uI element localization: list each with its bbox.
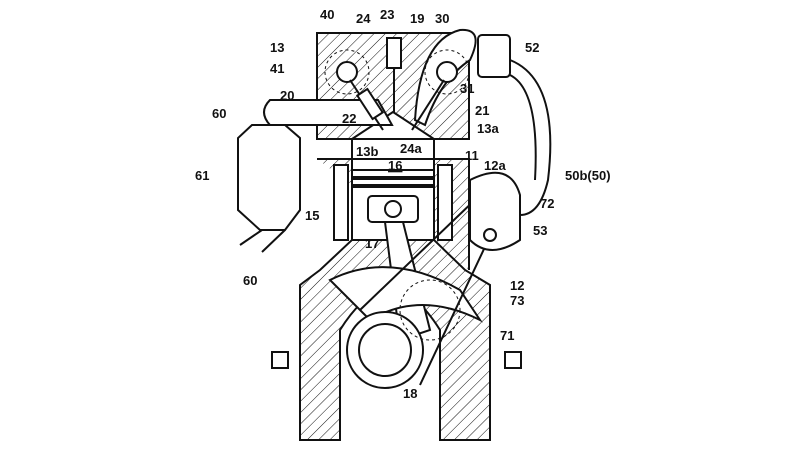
catalyst-61: [237, 124, 301, 231]
label-11: 11: [465, 148, 479, 163]
label-50b: 50b(50): [565, 168, 611, 183]
label-41: 41: [270, 61, 284, 76]
label-31: 31: [460, 81, 474, 96]
label-12a: 12a: [484, 158, 506, 173]
pump-bracket: [469, 171, 521, 251]
exhaust-camshaft: [436, 61, 458, 83]
label-60-bottom: 60: [243, 273, 257, 288]
label-12: 12: [510, 278, 524, 293]
label-60-top: 60: [212, 106, 226, 121]
hose-50b: [509, 59, 552, 216]
spark-plug: [386, 37, 402, 69]
label-52: 52: [525, 40, 539, 55]
label-53: 53: [533, 223, 547, 238]
intake-port: [263, 99, 394, 126]
label-30: 30: [435, 11, 449, 26]
label-18: 18: [403, 386, 417, 401]
label-22: 22: [342, 111, 356, 126]
label-40: 40: [320, 7, 334, 22]
label-23: 23: [380, 7, 394, 22]
label-15: 15: [305, 208, 319, 223]
reference-labels: 40 24 23 19 30 13 41 52 31 20 60 21 22 1…: [195, 7, 611, 401]
label-13b: 13b: [356, 144, 378, 159]
label-16: 16: [388, 158, 402, 173]
pump-52: [477, 34, 511, 78]
label-73: 73: [510, 293, 524, 308]
label-71: 71: [500, 328, 514, 343]
intake-camshaft: [336, 61, 358, 83]
label-20: 20: [280, 88, 294, 103]
label-72: 72: [540, 196, 554, 211]
label-17: 17: [365, 236, 379, 251]
label-24: 24: [356, 11, 371, 26]
label-13: 13: [270, 40, 284, 55]
label-21: 21: [475, 103, 489, 118]
label-13a: 13a: [477, 121, 499, 136]
label-19: 19: [410, 11, 424, 26]
label-61: 61: [195, 168, 209, 183]
label-24a: 24a: [400, 141, 422, 156]
